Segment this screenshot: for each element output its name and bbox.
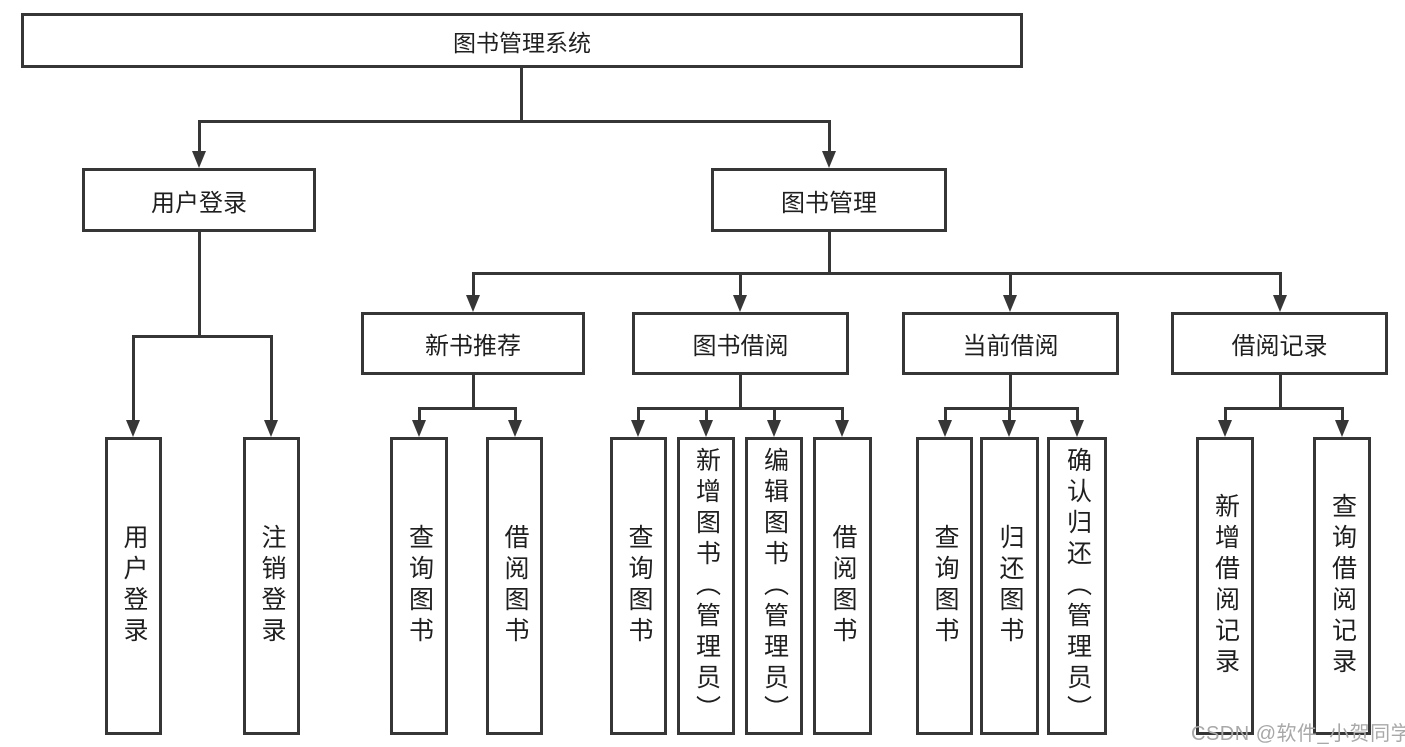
arrow-down-icon — [767, 420, 781, 437]
connector-line — [198, 232, 201, 335]
leaf-query-books-recommend: 查询图书 — [390, 437, 448, 735]
arrow-down-icon — [1335, 420, 1349, 437]
connector-line — [1009, 272, 1012, 296]
leaf-add-borrow-record: 新增借阅记录 — [1196, 437, 1254, 735]
connector-line — [1341, 407, 1344, 421]
arrow-down-icon — [1273, 295, 1287, 312]
connector-line — [1224, 407, 1343, 410]
arrow-down-icon — [733, 295, 747, 312]
arrow-down-icon — [822, 151, 836, 168]
connector-line — [418, 407, 517, 410]
arrow-down-icon — [192, 151, 206, 168]
csdn-watermark: CSDN @软件_小贺同学 — [1191, 723, 1405, 745]
connector-line — [270, 335, 273, 421]
connector-line — [1076, 407, 1079, 421]
leaf-add-books-admin: 新增图书（管理员） — [677, 437, 735, 735]
connector-line — [637, 407, 640, 421]
connector-line — [1279, 272, 1282, 296]
leaf-return-books: 归还图书 — [980, 437, 1039, 735]
arrow-down-icon — [466, 295, 480, 312]
connector-line — [739, 375, 742, 407]
connector-line — [132, 335, 273, 338]
connector-line — [472, 272, 1282, 275]
leaf-query-books-current: 查询图书 — [916, 437, 973, 735]
node-current-borrowing: 当前借阅 — [902, 312, 1119, 375]
leaf-query-books-borrowing: 查询图书 — [610, 437, 667, 735]
connector-line — [132, 335, 135, 421]
node-user-login: 用户登录 — [82, 168, 316, 232]
connector-line — [1224, 407, 1227, 421]
connector-line — [944, 407, 1079, 410]
leaf-borrow-books-borrowing: 借阅图书 — [813, 437, 872, 735]
connector-line — [637, 407, 844, 410]
node-borrowing-records: 借阅记录 — [1171, 312, 1388, 375]
connector-line — [472, 272, 475, 296]
arrow-down-icon — [1003, 295, 1017, 312]
connector-line — [1279, 375, 1282, 407]
connector-line — [198, 120, 201, 152]
connector-line — [1009, 375, 1012, 407]
arrow-down-icon — [938, 420, 952, 437]
node-book-borrowing: 图书借阅 — [632, 312, 849, 375]
connector-line — [944, 407, 947, 421]
arrow-down-icon — [1070, 420, 1084, 437]
leaf-logout: 注销登录 — [243, 437, 300, 735]
node-new-book-recommend: 新书推荐 — [361, 312, 585, 375]
connector-line — [739, 272, 742, 296]
arrow-down-icon — [1218, 420, 1232, 437]
connector-line — [520, 68, 523, 120]
arrow-down-icon — [1002, 420, 1016, 437]
arrow-down-icon — [699, 420, 713, 437]
connector-line — [418, 407, 421, 421]
node-root: 图书管理系统 — [21, 13, 1023, 68]
arrow-down-icon — [508, 420, 522, 437]
leaf-borrow-books-recommend: 借阅图书 — [486, 437, 543, 735]
connector-line — [841, 407, 844, 421]
connector-line — [828, 120, 831, 152]
connector-line — [514, 407, 517, 421]
arrow-down-icon — [412, 420, 426, 437]
arrow-down-icon — [126, 420, 140, 437]
arrow-down-icon — [631, 420, 645, 437]
connector-line — [1008, 407, 1011, 421]
leaf-confirm-return-admin: 确认归还（管理员） — [1047, 437, 1107, 735]
leaf-query-borrow-record: 查询借阅记录 — [1313, 437, 1371, 735]
connector-line — [773, 407, 776, 421]
leaf-edit-books-admin: 编辑图书（管理员） — [745, 437, 803, 735]
node-book-management: 图书管理 — [711, 168, 947, 232]
arrow-down-icon — [835, 420, 849, 437]
arrow-down-icon — [264, 420, 278, 437]
connector-line — [828, 232, 831, 272]
connector-line — [472, 375, 475, 407]
connector-line — [198, 120, 831, 123]
connector-line — [705, 407, 708, 421]
leaf-user-login: 用户登录 — [105, 437, 162, 735]
